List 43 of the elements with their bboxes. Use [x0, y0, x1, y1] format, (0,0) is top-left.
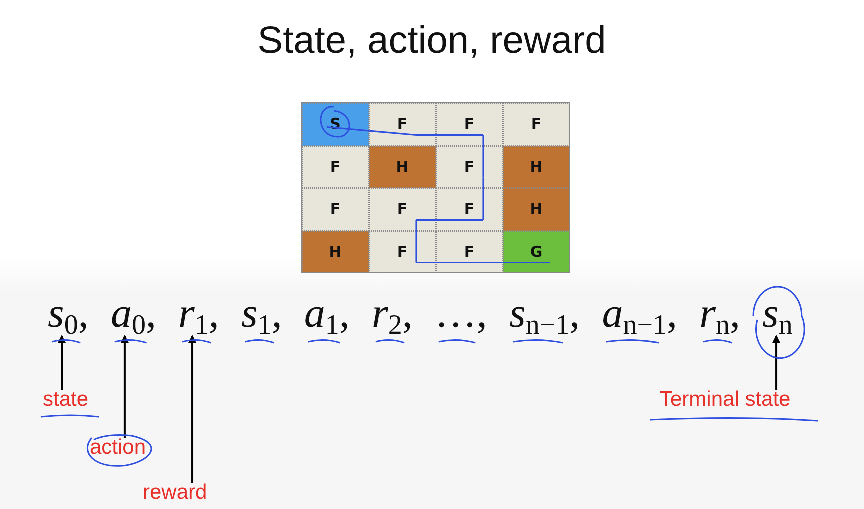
arrow: [188, 335, 197, 483]
grid-cell: F: [302, 146, 369, 188]
grid-cell: H: [369, 146, 436, 188]
sequence-term: a$_{1}$,: [304, 290, 350, 338]
annotation-label: state: [43, 388, 89, 412]
annotation-label: action: [90, 436, 146, 460]
trajectory-line: [482, 135, 484, 178]
grid-cell: F: [369, 103, 436, 146]
arrow: [58, 335, 66, 390]
grid-cell: F: [436, 146, 503, 188]
grid-cell: F: [369, 230, 436, 273]
grid-cell: H: [503, 146, 570, 188]
grid-cell: F: [503, 103, 570, 146]
grid-cell: H: [302, 230, 369, 273]
sequence-term: r$_{2}$,: [372, 290, 413, 338]
trajectory-line: [416, 220, 418, 263]
trajectory-line: [482, 178, 484, 220]
sequence-term: r$_{1}$,: [178, 290, 220, 338]
trajectory-line: [416, 134, 484, 136]
arrow: [120, 335, 129, 438]
sequence-term: s$_{n−1}$,: [509, 290, 580, 338]
grid-cell: F: [436, 188, 503, 230]
sequence-term: a$_{0}$,: [110, 290, 156, 338]
grid-cell: F: [302, 188, 369, 230]
annotation-label: reward: [143, 481, 208, 505]
grid-cell: G: [503, 230, 570, 273]
arrow: [772, 335, 781, 390]
grid-cell: F: [436, 230, 503, 273]
sequence-term: s$_{0}$,: [48, 290, 89, 338]
trajectory-line: [416, 219, 484, 222]
sequence-term: a$_{n−1}$,: [602, 290, 678, 338]
sequence-term: s$_{1}$,: [241, 290, 282, 338]
grid-cell: H: [503, 188, 570, 230]
grid-cell: F: [369, 188, 436, 230]
trajectory-line: [416, 262, 484, 264]
grid-cell: F: [436, 103, 503, 146]
slide-title: State, action, reward: [256, 20, 608, 63]
trajectory-line: [484, 262, 550, 264]
annotation-label: Terminal state: [660, 388, 791, 412]
trajectory-line: [326, 126, 417, 136]
sequence-term: …,: [434, 290, 488, 338]
sequence-term: s$_{n}$: [762, 290, 793, 338]
sequence-term: r$_{n}$,: [700, 290, 740, 338]
